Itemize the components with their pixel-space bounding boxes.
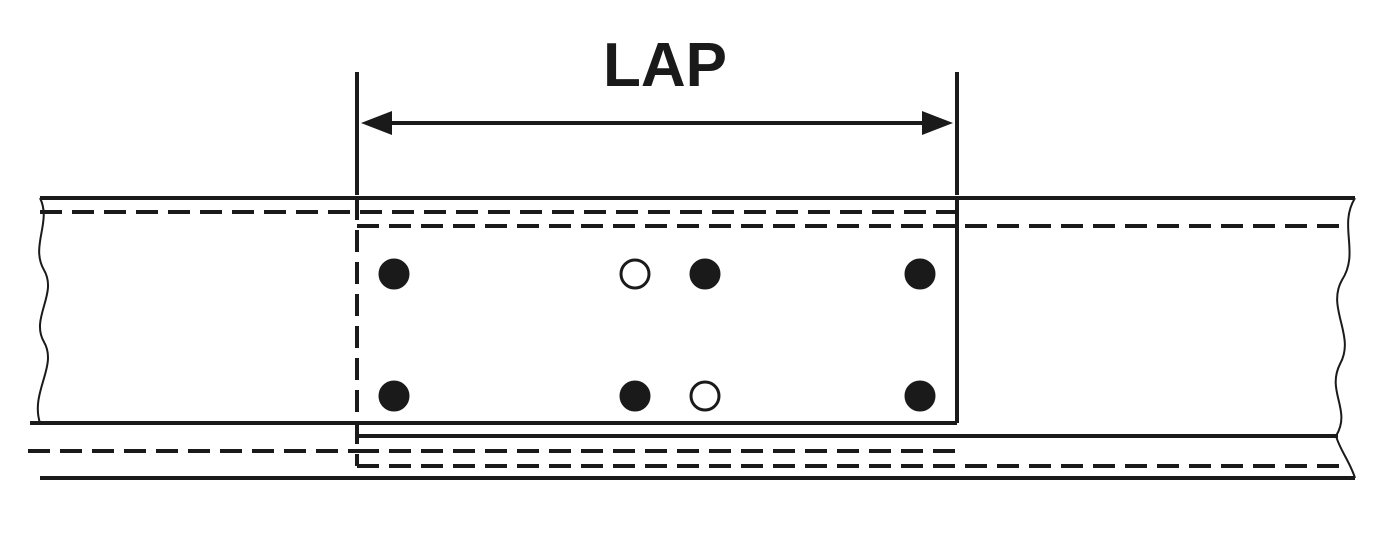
hole-top-2 bbox=[619, 258, 651, 290]
arrowhead-right-icon bbox=[922, 111, 953, 135]
lap-dimension-arrow bbox=[361, 111, 953, 135]
arrowhead-left-icon bbox=[361, 111, 392, 135]
lap-label: LAP bbox=[603, 31, 727, 100]
hole-top-1 bbox=[378, 258, 410, 290]
break-line-left bbox=[36, 197, 50, 424]
bolt-holes bbox=[378, 258, 936, 412]
right-member bbox=[40, 197, 1356, 480]
hole-bottom-2 bbox=[619, 380, 651, 412]
hole-bottom-1 bbox=[378, 380, 410, 412]
hole-bottom-4 bbox=[904, 380, 936, 412]
hole-top-4 bbox=[904, 258, 936, 290]
hole-bottom-3 bbox=[689, 380, 721, 412]
break-line-right bbox=[1334, 197, 1356, 479]
left-member bbox=[28, 196, 1355, 453]
hole-top-3 bbox=[689, 258, 721, 290]
